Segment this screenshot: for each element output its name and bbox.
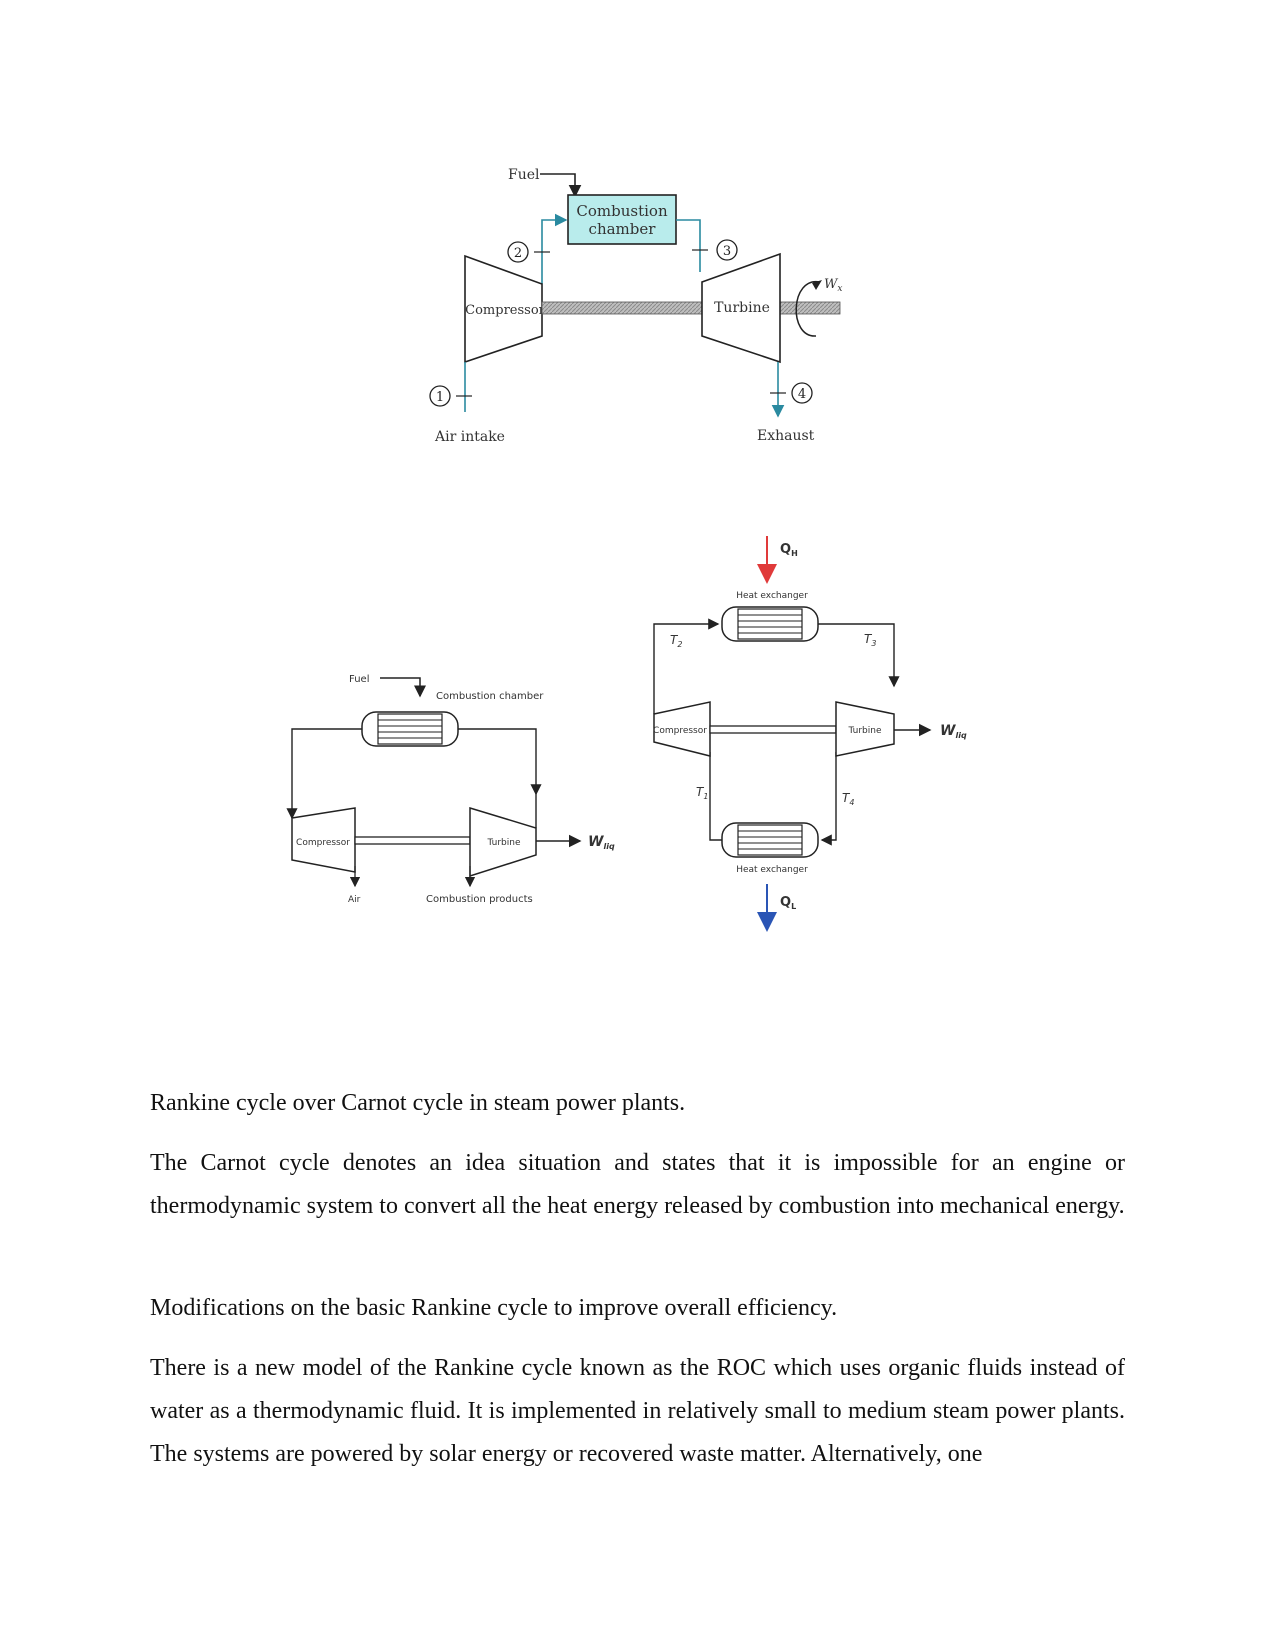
open-brayton-diagram: Fuel Combustion chamber Compressor Turbi… <box>286 674 615 905</box>
work-rotation-arrow <box>795 281 821 337</box>
work-label-right: Wliq <box>940 723 967 740</box>
t3-label: T3 <box>864 632 876 648</box>
combustion-products-label: Combustion products <box>426 894 533 905</box>
compressor <box>464 254 543 364</box>
gas-turbine-diagram: Fuel Combustion chamber 2 3 Compressor T… <box>429 167 842 445</box>
state-3-label: 3 <box>723 244 731 259</box>
fuel-label-left: Fuel <box>349 674 369 685</box>
heat-exchanger-top-label: Heat exchanger <box>736 591 808 601</box>
t4-label: T4 <box>842 791 854 807</box>
combustion-chamber-label-2: chamber <box>589 220 657 238</box>
turbine-label: Turbine <box>714 300 770 316</box>
combustion-chamber-left <box>361 711 459 747</box>
combustion-chamber-label-1: Combustion <box>576 202 668 220</box>
air-label-left: Air <box>348 895 361 905</box>
paragraph-modifications: Modifications on the basic Rankine cycle… <box>150 1295 838 1321</box>
t2-label: T2 <box>670 633 682 649</box>
state-1-label: 1 <box>436 390 444 405</box>
state-4-marker <box>791 382 813 404</box>
state-1-marker <box>429 385 451 407</box>
exhaust-label: Exhaust <box>757 428 815 444</box>
state-2-label: 2 <box>514 246 522 261</box>
compressor-label: Compressor <box>465 303 545 318</box>
state-4-label: 4 <box>798 387 806 402</box>
work-label-left: Wliq <box>588 834 615 851</box>
compressor-right <box>653 701 711 757</box>
shaft-left <box>354 836 471 845</box>
qh-label: QH <box>780 542 798 558</box>
shaft <box>541 301 703 315</box>
state-2-marker <box>507 241 529 263</box>
paragraph-rankine-vs-carnot: Rankine cycle over Carnot cycle in steam… <box>150 1090 686 1116</box>
turbine <box>701 252 781 364</box>
combustion-chamber-label-left: Combustion chamber <box>436 691 544 702</box>
turbine-left <box>469 806 537 878</box>
heat-exchanger-bottom <box>721 822 819 858</box>
heat-exchanger-top <box>721 606 819 642</box>
t1-label: T1 <box>696 785 708 801</box>
fuel-line <box>540 173 582 198</box>
work-label: Wx <box>824 277 842 294</box>
closed-brayton-diagram: QH Heat exchanger T2 T3 Compressor Turbi… <box>653 536 967 932</box>
turbine-label-left: Turbine <box>487 838 521 848</box>
compressor-label-right: Compressor <box>653 726 707 736</box>
turbine-right <box>835 701 895 757</box>
state-3-marker <box>716 239 738 261</box>
paragraph-roc-model: There is a new model of the Rankine cycl… <box>150 1355 1125 1467</box>
shaft-right <box>709 725 837 734</box>
compressor-label-left: Compressor <box>296 838 350 848</box>
heat-exchanger-bottom-label: Heat exchanger <box>736 865 808 875</box>
turbine-label-right: Turbine <box>848 726 882 736</box>
ql-label: QL <box>780 895 796 911</box>
air-intake-label: Air intake <box>434 429 505 445</box>
fuel-label: Fuel <box>508 167 540 183</box>
output-shaft <box>779 301 841 315</box>
paragraph-carnot-cycle: The Carnot cycle denotes an idea situati… <box>150 1150 1125 1219</box>
